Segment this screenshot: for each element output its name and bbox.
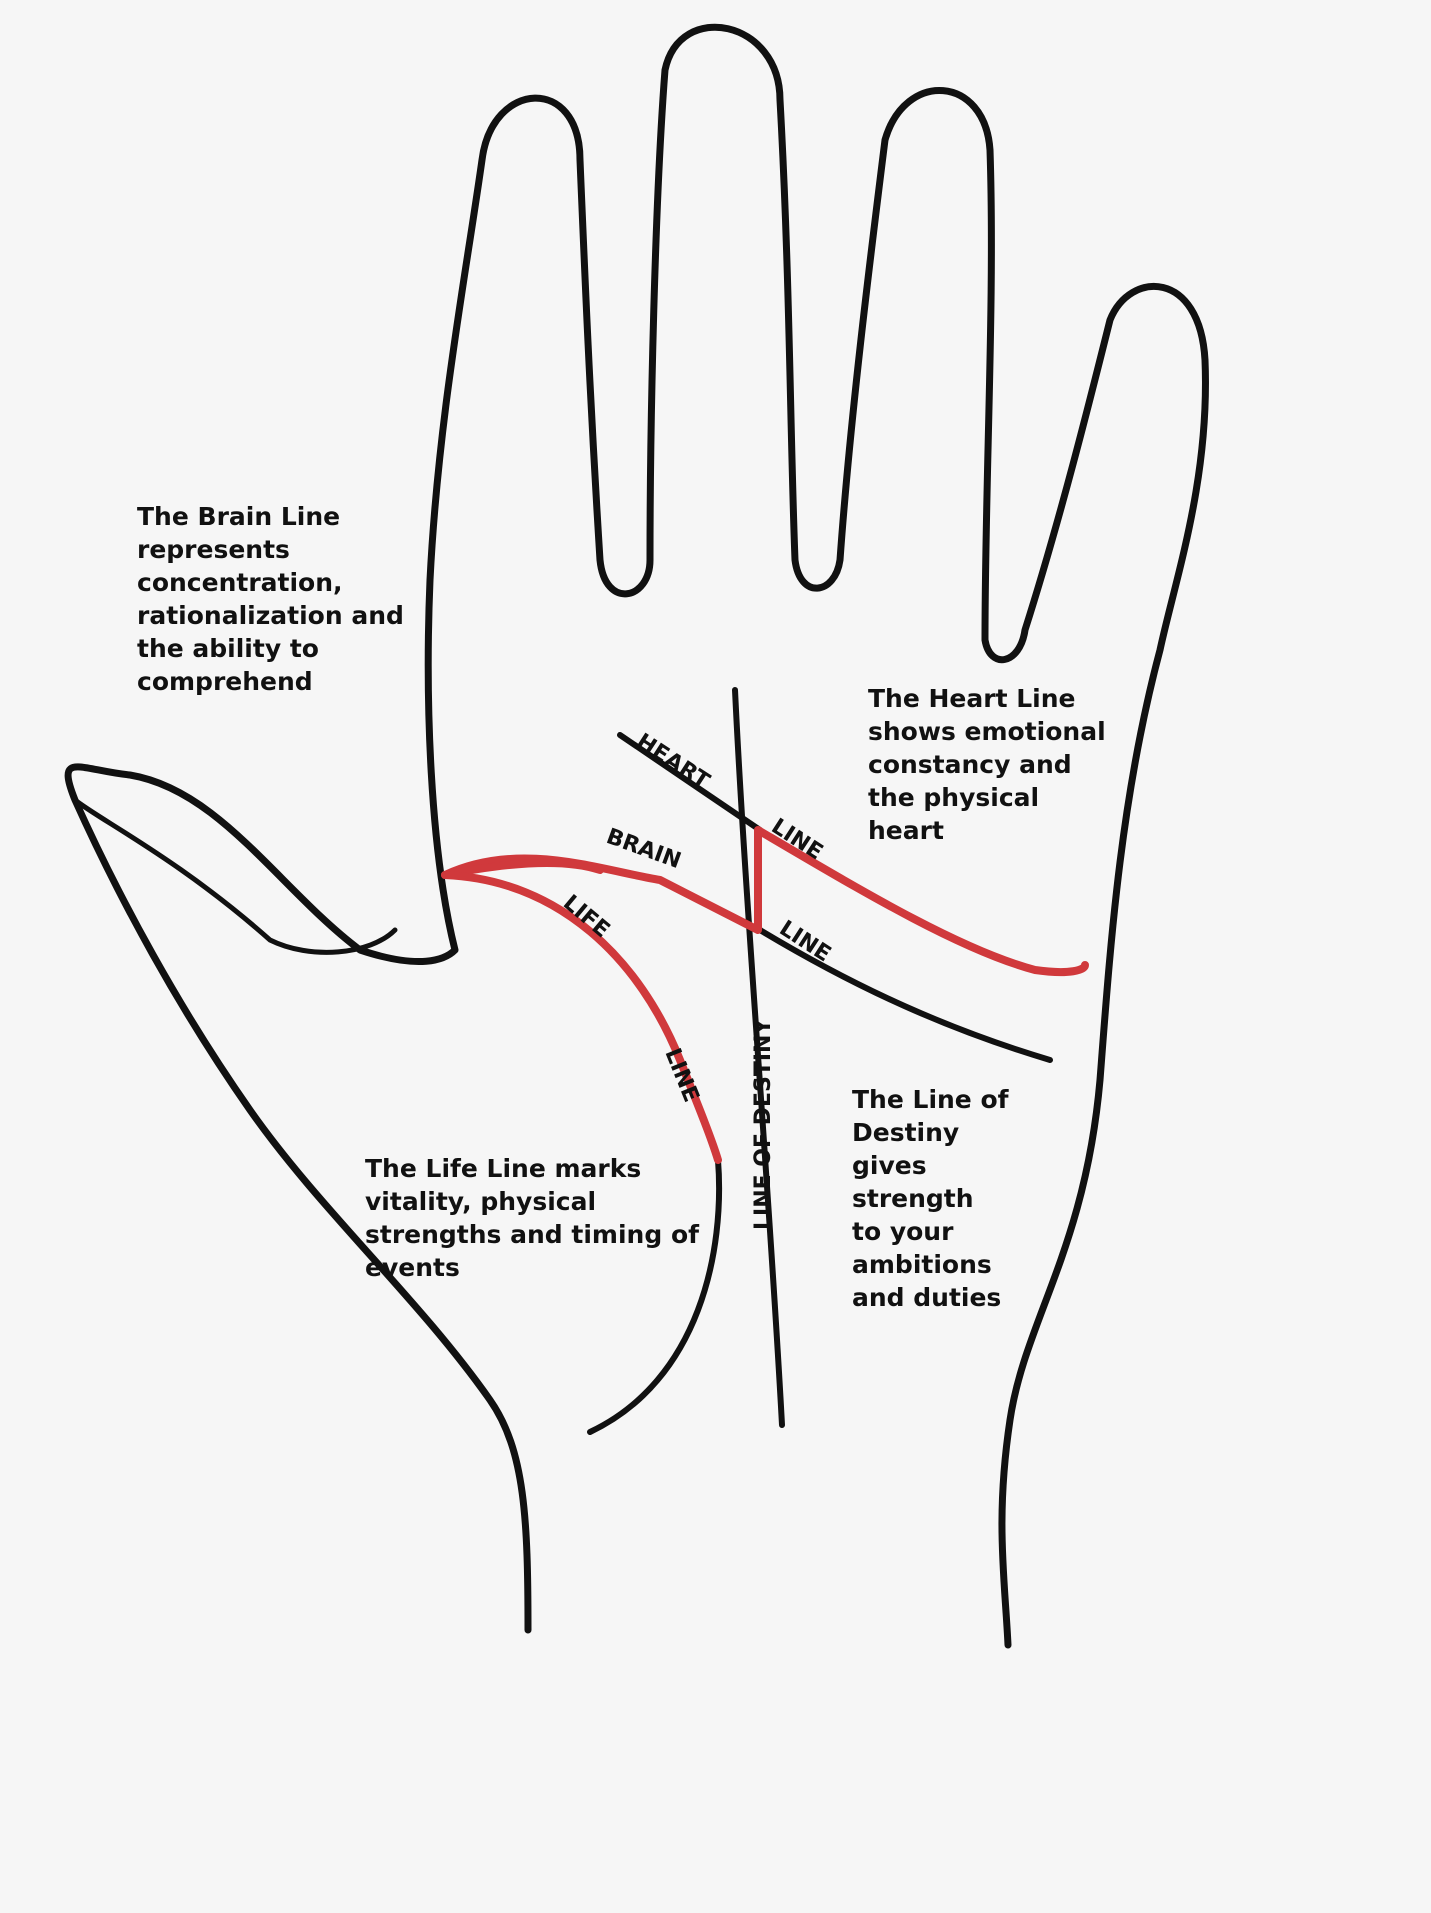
destiny-note-line-2: Destiny xyxy=(852,1118,960,1147)
destiny-note-line-4: strength xyxy=(852,1184,974,1213)
brain-note-line-2: represents xyxy=(137,535,290,564)
destiny-note-line-1: The Line of xyxy=(852,1085,1009,1114)
thumb-crease xyxy=(72,797,398,955)
highlight-life-line xyxy=(441,871,722,1164)
destiny-note-line-5: to your xyxy=(852,1217,954,1246)
life-line-lower xyxy=(587,1157,723,1435)
brain-note-line-3: concentration, xyxy=(137,568,343,597)
heart-line-upper xyxy=(617,732,763,833)
brain-label: BRAIN xyxy=(603,824,684,874)
brain-line-lower xyxy=(757,927,1053,1063)
destiny-line-note: The Line of Destiny gives strength to yo… xyxy=(852,1083,1009,1314)
brain-line-label: LINE xyxy=(775,916,835,967)
heart-note-line-5: heart xyxy=(868,816,944,845)
heart-line-note: The Heart Line shows emotional constancy… xyxy=(868,682,1106,847)
life-line-label: LINE xyxy=(659,1045,703,1106)
brain-note-line-6: comprehend xyxy=(137,667,313,696)
life-line-note: The Life Line marks vitality, physical s… xyxy=(365,1152,699,1284)
destiny-note-line-6: ambitions xyxy=(852,1250,992,1279)
heart-note-line-2: shows emotional xyxy=(868,717,1106,746)
heart-line-label: LINE xyxy=(767,814,827,865)
brain-line-note: The Brain Line represents concentration,… xyxy=(137,500,404,698)
destiny-label: LINE OF DESTINY xyxy=(751,1018,776,1230)
brain-note-line-4: rationalization and xyxy=(137,601,404,630)
heart-note-line-1: The Heart Line xyxy=(868,684,1076,713)
heart-label: HEART xyxy=(632,729,714,794)
brain-note-line-5: the ability to xyxy=(137,634,319,663)
brain-note-line-1: The Brain Line xyxy=(137,502,341,531)
life-note-line-4: events xyxy=(365,1253,460,1282)
destiny-note-line-3: gives xyxy=(852,1151,927,1180)
heart-note-line-3: constancy and xyxy=(868,750,1072,779)
life-note-line-3: strengths and timing of xyxy=(365,1220,699,1249)
hand-outline xyxy=(64,23,1209,1649)
life-note-line-2: vitality, physical xyxy=(365,1187,597,1216)
destiny-line xyxy=(732,687,785,1428)
destiny-note-line-7: and duties xyxy=(852,1283,1002,1312)
heart-note-line-4: the physical xyxy=(868,783,1040,812)
life-note-line-1: The Life Line marks xyxy=(365,1154,642,1183)
highlight-brain-start xyxy=(441,859,604,879)
